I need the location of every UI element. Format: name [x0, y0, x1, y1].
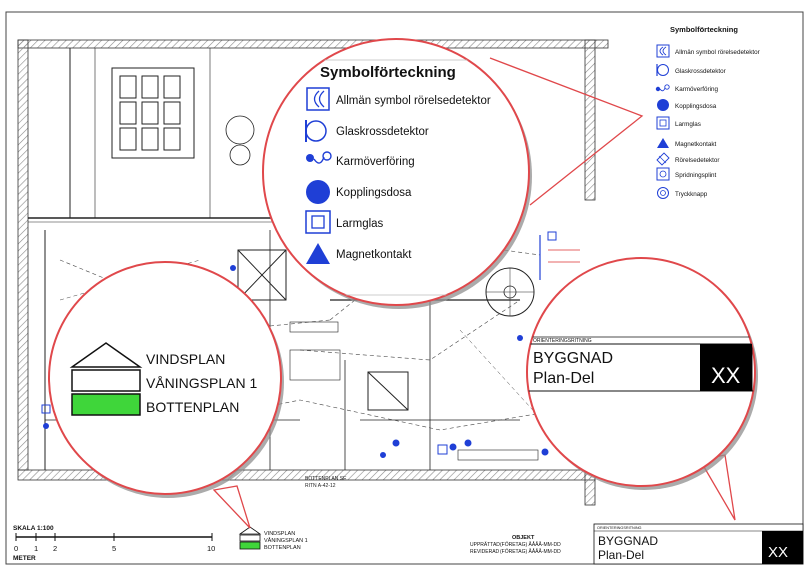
legend-title: Symbolförteckning [670, 25, 738, 34]
motion-detector-icon [656, 44, 670, 58]
zoom-legend-label-5: Magnetkontakt [336, 249, 412, 261]
active-floor-swatch [239, 541, 261, 550]
zoom-title-building: BYGGNAD [533, 350, 613, 367]
zoom-magnet-contact-icon [306, 243, 330, 264]
plan-equipment [41, 231, 580, 458]
plan-ref-bottenplan: BOTTENPLAN SE [305, 476, 347, 482]
push-button-icon [657, 187, 669, 199]
legend-label-2: Karmöverföring [675, 86, 719, 93]
callout-pointer-floor [212, 485, 251, 529]
zoom-legend-label-4: Larmglas [336, 218, 384, 230]
zoom-title-code-box [700, 344, 752, 391]
splitter-icon [656, 167, 670, 181]
object-row-0-value: (FÖRETAG) ÅÅÅÅ-MM-DD [500, 541, 561, 548]
object-heading: OBJEKT [512, 535, 535, 541]
object-row-1-label: REVIDERAD [470, 549, 500, 555]
glass-break-detector-icon [656, 64, 669, 76]
callout-line-legend [489, 57, 644, 206]
scale-tick-2: 2 [53, 544, 57, 553]
zoom-legend-label-1: Glaskrossdetektor [336, 126, 429, 138]
legend-label-3: Kopplingsdosa [675, 103, 717, 110]
zoom-cable-transfer-icon [306, 151, 332, 164]
motion-sensor-icon [656, 152, 670, 166]
title-plan: Plan-Del [598, 548, 644, 562]
zoom-floor-label-0: VINDSPLAN [146, 351, 225, 367]
zoom-legend-label-3: Kopplingsdosa [336, 187, 412, 199]
scale-tick-4: 10 [207, 544, 215, 553]
zoom-callout-title-block: ORIENTERINGSRITNING BYGGNAD Plan-Del XX [526, 257, 758, 490]
floor-legend-small: VINDSPLAN VÅNINGSPLAN 1 BOTTENPLAN [238, 526, 308, 551]
scale-bar: SKALA 1:100 0 1 2 5 10 METER [13, 525, 215, 562]
scale-tick-1: 1 [34, 544, 38, 553]
zoom-junction-box-icon [306, 180, 330, 204]
zoom-roof-shape [69, 342, 143, 368]
legend-icons [655, 44, 670, 199]
zoom-motion-detector-icon [306, 87, 330, 111]
magnet-contact-icon [657, 138, 669, 148]
symbol-legend: Symbolförteckning [655, 25, 760, 199]
object-row-0-label: UPPRÄTTAD [470, 541, 500, 548]
title-code-box [762, 531, 803, 564]
zoom-alarm-glass-icon [305, 210, 331, 234]
scale-title: SKALA 1:100 [13, 525, 54, 532]
title-building: BYGGNAD [598, 534, 658, 548]
scale-unit: METER [13, 555, 36, 562]
floor-small-0: VINDSPLAN [264, 531, 295, 537]
legend-label-6: Rörelsedetektor [675, 157, 719, 164]
zoom-glass-break-detector-icon [305, 120, 327, 142]
legend-label-4: Larmglas [675, 121, 701, 128]
zoom-legend-label-0: Allmän symbol rörelsedetektor [336, 95, 491, 107]
floor-small-1: VÅNINGSPLAN 1 [264, 537, 308, 544]
legend-label-7: Spridningsplint [675, 172, 717, 179]
zoom-floor-label-1: VÅNINGSPLAN 1 [146, 375, 257, 391]
zoom-middle-floor [71, 369, 141, 392]
scale-tick-3: 5 [112, 544, 116, 553]
zoom-callout-floor-legend: VINDSPLAN VÅNINGSPLAN 1 BOTTENPLAN [48, 261, 284, 498]
object-block: OBJEKT UPPRÄTTAD (FÖRETAG) ÅÅÅÅ-MM-DD RE… [470, 535, 561, 555]
junction-box-icon [657, 99, 669, 111]
title-block: ORIENTERINGSRITNING BYGGNAD Plan-Del XX [593, 523, 804, 565]
zoom-title-orientation: ORIENTERINGSRITNING [533, 338, 592, 344]
legend-label-8: Tryckknapp [675, 191, 708, 198]
zoom-title-plan: Plan-Del [533, 370, 594, 387]
title-orientation: ORIENTERINGSRITNING [597, 526, 642, 530]
alarm-glass-icon [656, 116, 670, 130]
zoom-title-code: XX [711, 363, 741, 388]
legend-label-5: Magnetkontakt [675, 141, 717, 148]
zoom-legend-label-2: Karmöverföring [336, 156, 415, 168]
zoom-active-floor [71, 393, 141, 416]
legend-label-0: Allmän symbol rörelsedetektor [675, 49, 760, 56]
floor-small-2: BOTTENPLAN [264, 545, 301, 551]
cable-transfer-icon [655, 84, 670, 92]
plan-ref-ritn: RITN A-42-12 [305, 483, 336, 489]
zoom-legend-title: Symbolförteckning [320, 64, 456, 81]
scale-tick-0: 0 [14, 544, 18, 553]
object-row-1-value: (FÖRETAG) ÅÅÅÅ-MM-DD [500, 548, 561, 555]
floor-plan [17, 39, 609, 506]
sheet-border [5, 11, 804, 565]
legend-label-1: Glaskrossdetektor [675, 68, 726, 75]
zoom-callout-legend: Symbolförteckning Allmän symbol rörelsed… [262, 38, 532, 309]
zoom-floor-label-2: BOTTENPLAN [146, 399, 239, 415]
title-code: XX [768, 544, 788, 561]
